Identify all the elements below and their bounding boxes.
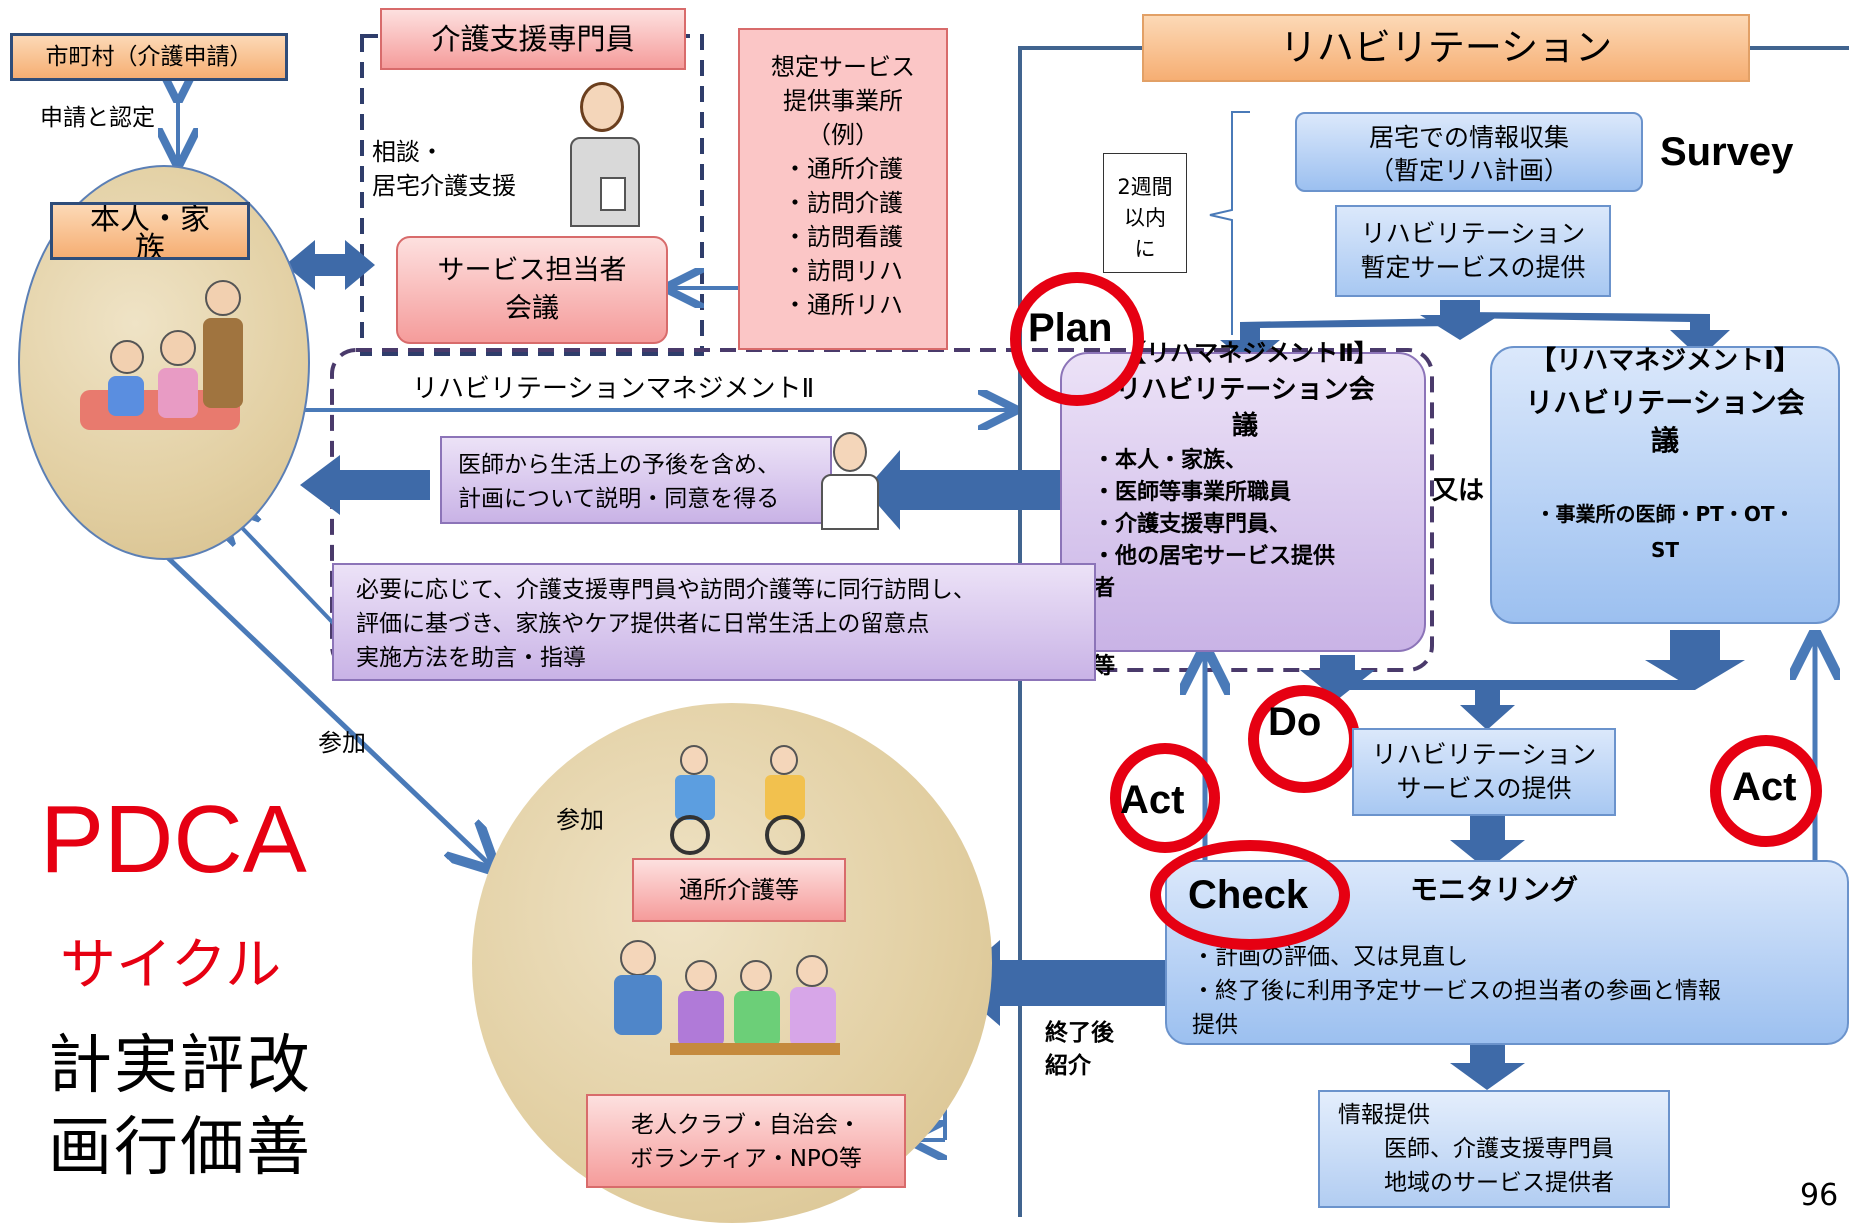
person-care-double-arrow bbox=[285, 240, 375, 290]
person-family-label: 本人・家 族 bbox=[50, 202, 250, 260]
page-number: 96 bbox=[1800, 1178, 1839, 1213]
check-label: Check bbox=[1188, 873, 1309, 917]
info-provision-box: 情報提供 医師、介護支援専門員 地域のサービス提供者 bbox=[1318, 1090, 1670, 1208]
do-label: Do bbox=[1268, 700, 1322, 744]
two-weeks-label: 2週間 以内 に bbox=[1117, 175, 1173, 261]
visit-advice-box: 必要に応じて、介護支援専門員や訪問介護等に同行訪問し、 評価に基づき、家族やケア… bbox=[332, 563, 1096, 681]
wheelchair-illustration bbox=[670, 745, 820, 855]
split-arrow-left bbox=[1220, 318, 1460, 365]
rm2-members: ・本人・家族、 ・医師等事業所職員 ・介護支援専門員、 ・他の居宅サービス提供 … bbox=[1093, 448, 1336, 601]
rm1-box bbox=[1490, 346, 1840, 624]
do-down-arrow bbox=[1460, 690, 1515, 730]
participation-arrow bbox=[163, 553, 490, 865]
pdca-title: PDCA bbox=[40, 786, 307, 893]
apply-label: 申請と認定 bbox=[40, 105, 155, 131]
elderly-group-illustration bbox=[610, 935, 850, 1075]
monitoring-label: モニタリング bbox=[1410, 873, 1579, 906]
visit-to-person-arrow bbox=[225, 510, 337, 627]
service-meeting-box: サービス担当者 会議 bbox=[396, 236, 668, 344]
rm2-etc: 等 bbox=[1093, 654, 1116, 679]
service-down-arrow bbox=[1450, 815, 1525, 870]
merge-bar bbox=[1337, 680, 1695, 690]
plan-ring bbox=[1010, 272, 1144, 406]
rehab-frame bbox=[1018, 46, 1849, 1217]
act-right-ring bbox=[1710, 735, 1822, 847]
plan-label: Plan bbox=[1028, 306, 1113, 350]
or-label: 又は bbox=[1432, 476, 1485, 506]
rm2-meeting: リハビリテーション会 議 bbox=[1115, 375, 1375, 441]
municipality-label: 市町村（介護申請） bbox=[45, 44, 253, 70]
rm2-header: 【リハマネジメントⅡ】 bbox=[1122, 339, 1378, 367]
check-down-arrow bbox=[1450, 1045, 1525, 1090]
rm2-box bbox=[1060, 352, 1426, 652]
family-illustration bbox=[80, 280, 243, 440]
rm1-down-arrow bbox=[1645, 630, 1745, 690]
home-info-box: 居宅での情報収集 （暫定リハ計画） bbox=[1295, 112, 1643, 192]
survey-label: Survey bbox=[1660, 130, 1794, 174]
care-manager-title: 介護支援専門員 bbox=[380, 8, 686, 70]
rm1-header: 【リハマネジメントⅠ】 bbox=[1530, 346, 1800, 376]
after-end-label: 終了後 紹介 bbox=[1045, 1020, 1114, 1079]
doctor-illustration bbox=[815, 432, 885, 532]
act-left-label: Act bbox=[1120, 778, 1185, 822]
rm2-arrow-label: リハビリテーションマネジメントⅡ bbox=[412, 374, 815, 404]
two-weeks-box: 2週間 以内 に bbox=[1103, 153, 1187, 273]
doctor-explain-box: 医師から生活上の予後を含め、 計画について説明・同意を得る bbox=[440, 436, 832, 524]
act-left-ring bbox=[1110, 743, 1220, 853]
check-items: ・計画の評価、又は見直し ・終了後に利用予定サービスの担当者の参画と情報 提供 bbox=[1192, 944, 1721, 1038]
rm1-meeting: リハビリテーション会 議 bbox=[1525, 386, 1805, 457]
pdca-cycle: サイクル bbox=[60, 933, 282, 998]
rm2-down-arrow bbox=[1300, 655, 1375, 700]
pdca-kanji: 計実評改 画行価善 bbox=[48, 1029, 312, 1185]
rm1-members: ・事業所の医師・PT・OT・ ST bbox=[1535, 502, 1795, 562]
check-ring bbox=[1150, 840, 1350, 950]
clubs-box: 老人クラブ・自治会・ ボランティア・NPO等 bbox=[586, 1094, 906, 1188]
participation-label-2: 参加 bbox=[556, 806, 604, 834]
doctor-thick-arrow bbox=[865, 450, 1060, 530]
survey-brace bbox=[1209, 111, 1250, 335]
act-right-label: Act bbox=[1732, 765, 1797, 809]
municipality-box: 市町村（介護申請） bbox=[10, 33, 288, 81]
consult-label: 相談・ 居宅介護支援 bbox=[372, 138, 516, 200]
assumed-services-box: 想定サービス 提供事業所 （例） ・通所介護 ・訪問介護 ・訪問看護 ・訪問リハ… bbox=[738, 28, 948, 350]
day-care-box: 通所介護等 bbox=[632, 858, 846, 922]
rehab-service-box: リハビリテーション サービスの提供 bbox=[1352, 728, 1616, 816]
participation-label-1: 参加 bbox=[318, 729, 366, 757]
explain-thick-arrow bbox=[300, 455, 430, 515]
rehab-title: リハビリテーション bbox=[1142, 14, 1750, 82]
provisional-service-box: リハビリテーション 暫定サービスの提供 bbox=[1335, 205, 1611, 297]
care-manager-illustration bbox=[560, 82, 650, 232]
check-to-participation-arrow bbox=[950, 940, 1165, 1026]
